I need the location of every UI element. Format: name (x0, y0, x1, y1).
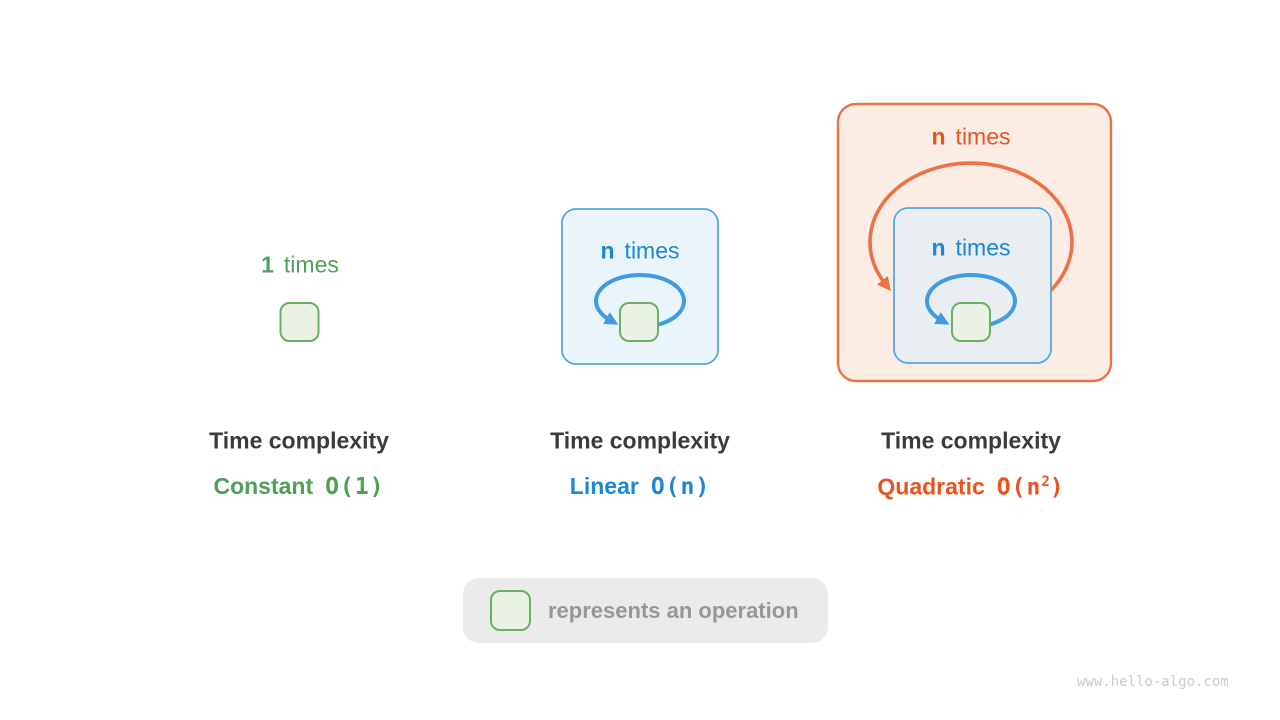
quadratic-outer-loop-word: times (955, 123, 1011, 150)
constant-count: 1 (261, 251, 274, 278)
linear-loop-word: times (624, 237, 680, 264)
constant-complexity-name: Constant (213, 473, 314, 499)
legend-operation-box-icon (490, 590, 531, 631)
quadratic-inner-loop-count: n (931, 234, 946, 261)
linear-operation-box (619, 302, 659, 342)
constant-complexity: Constant O(1) (213, 475, 384, 499)
quadratic-inner-loop-panel (893, 207, 1052, 364)
quadratic-notation-suffix: ) (1049, 474, 1065, 501)
quadratic-outer-loop-arrow (868, 161, 1074, 305)
quadratic-operation-box (951, 302, 991, 342)
quadratic-notation-superscript: 2 (1041, 473, 1050, 490)
constant-count-word: times (283, 251, 339, 278)
linear-complexity: Linear O(n) (570, 475, 710, 499)
legend-label: represents an operation (548, 597, 799, 623)
legend: represents an operation (463, 578, 828, 643)
constant-operation-box (279, 302, 320, 342)
linear-loop-panel (561, 208, 719, 365)
constant-complexity-notation: O(1) (325, 474, 385, 500)
quadratic-inner-loop-word: times (955, 234, 1011, 261)
quadratic-outer-loop-count: n (931, 123, 946, 150)
linear-complexity-name: Linear (569, 473, 639, 499)
constant-count-label: 1 times (261, 251, 339, 278)
quadratic-title: Time complexity (881, 427, 1061, 454)
linear-loop-count: n (600, 237, 615, 264)
quadratic-complexity: Quadratic O(n2) (877, 475, 1064, 500)
watermark: www.hello-algo.com (1077, 674, 1229, 690)
constant-title: Time complexity (209, 427, 389, 454)
quadratic-inner-loop-arrow (925, 272, 1017, 329)
quadratic-complexity-name: Quadratic (877, 473, 985, 500)
linear-loop-arrow (594, 272, 686, 329)
linear-title: Time complexity (550, 427, 730, 454)
quadratic-complexity-notation: O(n2) (997, 474, 1065, 500)
quadratic-notation-prefix: O(n (996, 474, 1042, 501)
linear-complexity-notation: O(n) (650, 474, 711, 500)
